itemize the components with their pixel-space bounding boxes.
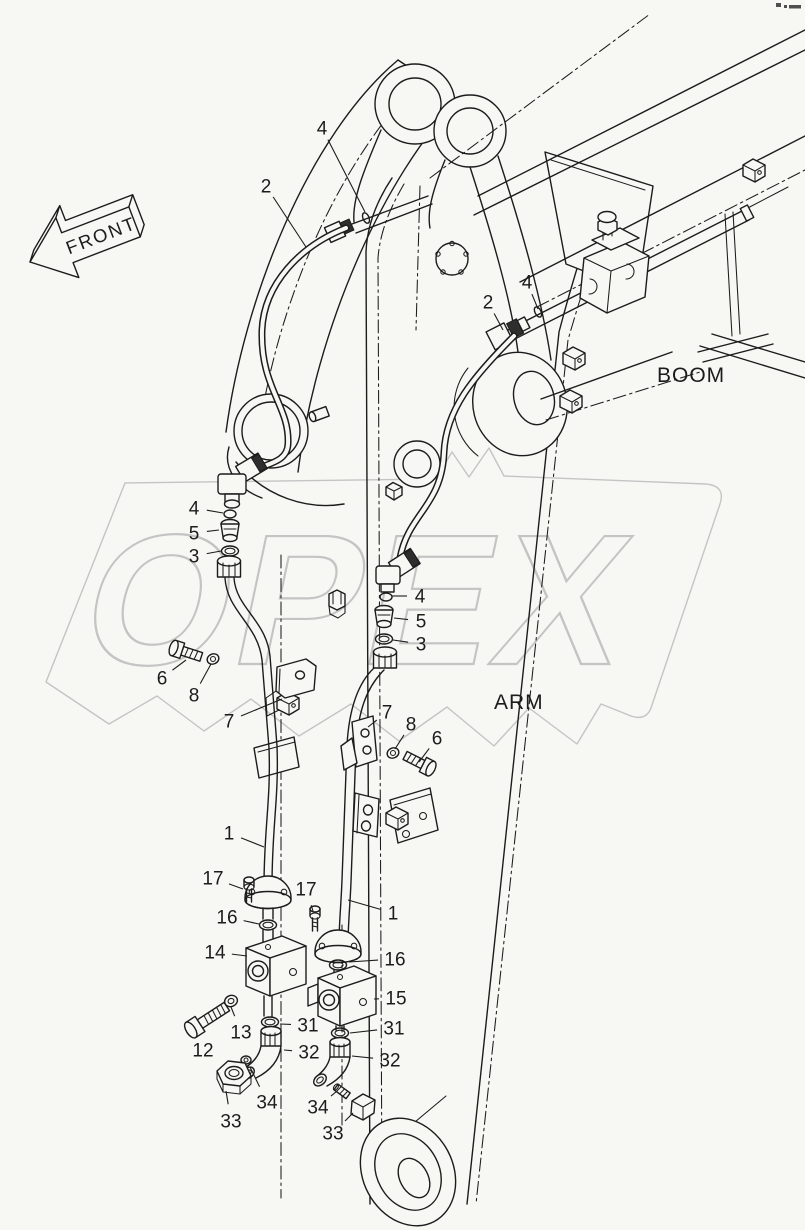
- boom-foot: [226, 393, 441, 507]
- cylinder-boss: [453, 351, 569, 457]
- connector-5: [374, 604, 394, 629]
- bolt-6: [168, 639, 204, 662]
- o-ring-16: [258, 919, 278, 931]
- clip-bracket: [328, 589, 346, 619]
- boom-label: BOOM: [657, 364, 725, 387]
- o-ring-31: [330, 1027, 350, 1039]
- pin-boss: [308, 405, 330, 423]
- bolt-6: [402, 750, 437, 777]
- o-ring-3: [374, 633, 394, 645]
- elbow-fitting: [375, 565, 401, 593]
- o-ring-31: [260, 1016, 280, 1028]
- hex-nut-33: [216, 1060, 252, 1095]
- boom-structure: [225, 13, 805, 507]
- connector-5: [220, 518, 240, 543]
- cube: [559, 389, 583, 414]
- bolt-12: [183, 1001, 231, 1039]
- union-nut: [216, 555, 242, 578]
- svg-text:OPEX: OPEX: [68, 496, 653, 704]
- screw-17: [243, 876, 255, 903]
- pipe-assembly-right: [307, 547, 437, 1121]
- pipe-1: [224, 577, 271, 887]
- front-arrow: FRONT: [29, 194, 145, 279]
- washer-8: [386, 747, 400, 759]
- flange: [244, 875, 292, 910]
- seal-ring-4-top: [361, 212, 371, 224]
- hose-right: [396, 332, 518, 562]
- ring-4: [379, 592, 393, 602]
- boom-head: [323, 63, 507, 244]
- pipe-assembly-left: [168, 452, 317, 1095]
- ring-4: [223, 509, 237, 519]
- washer-8: [206, 653, 220, 665]
- cube: [562, 346, 586, 371]
- hose-left: [246, 224, 350, 477]
- washer-13: [223, 994, 239, 1008]
- boom-piping: [485, 186, 789, 363]
- flange: [314, 929, 362, 964]
- cube: [742, 158, 766, 183]
- watermark-banner: [45, 447, 723, 747]
- pipe-clamp-block: [579, 210, 650, 314]
- watermark: OPEX: [45, 447, 723, 747]
- valve-block-15: [307, 965, 377, 1027]
- two-hole-bracket: [352, 792, 380, 838]
- arm-bottom-boss: [359, 1117, 457, 1227]
- valve-block-14: [245, 935, 307, 997]
- o-ring-16: [328, 959, 348, 971]
- watermark-text: OPEX: [66, 495, 653, 705]
- strut: [724, 211, 741, 337]
- corner-artifact: [776, 3, 801, 9]
- screw-17: [309, 905, 321, 932]
- square-nut-33: [350, 1093, 376, 1121]
- elbow-32: [313, 1036, 351, 1087]
- bracket-7: [265, 658, 317, 717]
- stud-34: [332, 1083, 351, 1100]
- cube: [385, 481, 403, 501]
- access-plate: [435, 240, 469, 276]
- arm-label: ARM: [494, 691, 544, 714]
- head-pipe: [351, 195, 433, 234]
- clamp-plate-7: [340, 715, 378, 771]
- clamp-cubes: [276, 158, 766, 831]
- cube: [385, 806, 409, 831]
- union-nut: [372, 646, 398, 669]
- elbow-fitting: [217, 473, 247, 509]
